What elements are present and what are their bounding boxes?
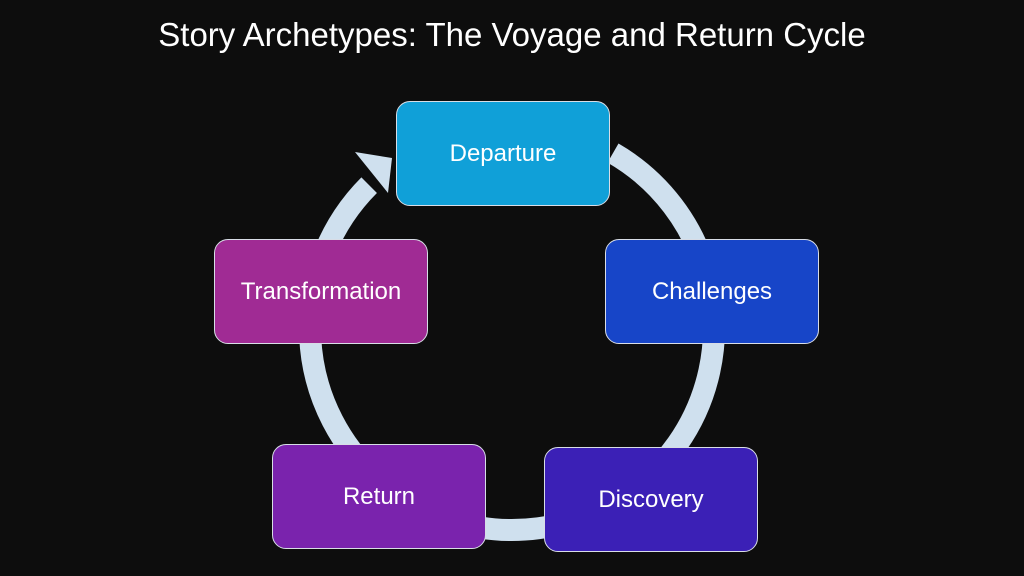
- stage-label: Departure: [449, 139, 557, 167]
- stage-label: Return: [342, 482, 416, 510]
- arrowhead-icon: [355, 152, 392, 193]
- stage-discovery: Discovery: [544, 447, 758, 552]
- stage-challenges: Challenges: [605, 239, 819, 344]
- stage-transformation: Transformation: [214, 239, 428, 344]
- stage-label: Discovery: [598, 485, 704, 513]
- diagram-title: Story Archetypes: The Voyage and Return …: [158, 16, 866, 53]
- stage-label: Challenges: [651, 277, 773, 305]
- stage-departure: Departure: [396, 101, 610, 206]
- stage-return: Return: [272, 444, 486, 549]
- stage-label: Transformation: [240, 277, 402, 305]
